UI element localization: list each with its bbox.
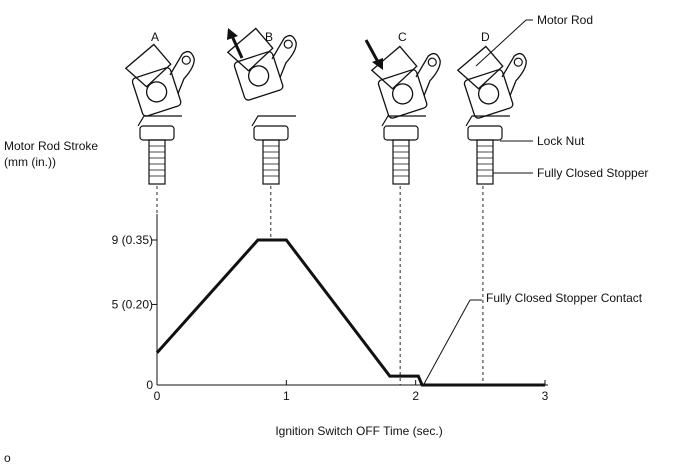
- stroke-chart: 0 5 (0.20) 9 (0.35) 0 1 2 3: [112, 214, 549, 403]
- x-tick-label: 0: [154, 389, 161, 403]
- position-label-a: A: [151, 30, 159, 44]
- x-ticks: 0 1 2 3: [154, 380, 549, 403]
- motor-assembly-d: [456, 45, 527, 119]
- y-axis-title-line1: Motor Rod Stroke: [4, 139, 98, 153]
- stopper-b: [251, 115, 296, 185]
- stopper-a: [137, 115, 182, 185]
- extend-arrow-icon: [364, 39, 383, 70]
- y-tick-label: 9 (0.35): [112, 233, 153, 247]
- y-axis-title-line2: (mm (in.)): [4, 155, 56, 169]
- motor-rod-label: Motor Rod: [537, 13, 593, 27]
- drop-lines: [156, 186, 484, 385]
- motor-assembly-a: [124, 43, 195, 117]
- position-label-c: C: [398, 30, 407, 44]
- stopper-d: [465, 115, 510, 185]
- x-tick-label: 2: [412, 389, 419, 403]
- y-tick-label: 0: [146, 378, 153, 392]
- lock-nut-label: Lock Nut: [537, 134, 585, 148]
- corner-mark: o: [4, 451, 11, 465]
- retract-arrow-icon: [227, 28, 244, 59]
- stopper-c: [381, 115, 426, 185]
- motor-assembly-c: [370, 45, 441, 119]
- x-tick-label: 1: [283, 389, 290, 403]
- position-label-b: B: [265, 30, 273, 44]
- x-tick-label: 3: [542, 389, 549, 403]
- motor-rod-leader: [475, 19, 527, 67]
- stopper-contact-label: Fully Closed Stopper Contact: [486, 291, 643, 305]
- y-tick-label: 5 (0.20): [112, 297, 153, 311]
- y-ticks: 0 5 (0.20) 9 (0.35): [112, 233, 157, 392]
- stopper-contact-leader: [423, 299, 471, 385]
- position-label-d: D: [481, 30, 490, 44]
- stroke-series-line: [155, 238, 545, 387]
- x-axis-title: Ignition Switch OFF Time (sec.): [275, 424, 442, 438]
- fully-closed-stopper-label: Fully Closed Stopper: [537, 166, 648, 180]
- motor-assembly-b: [226, 27, 297, 101]
